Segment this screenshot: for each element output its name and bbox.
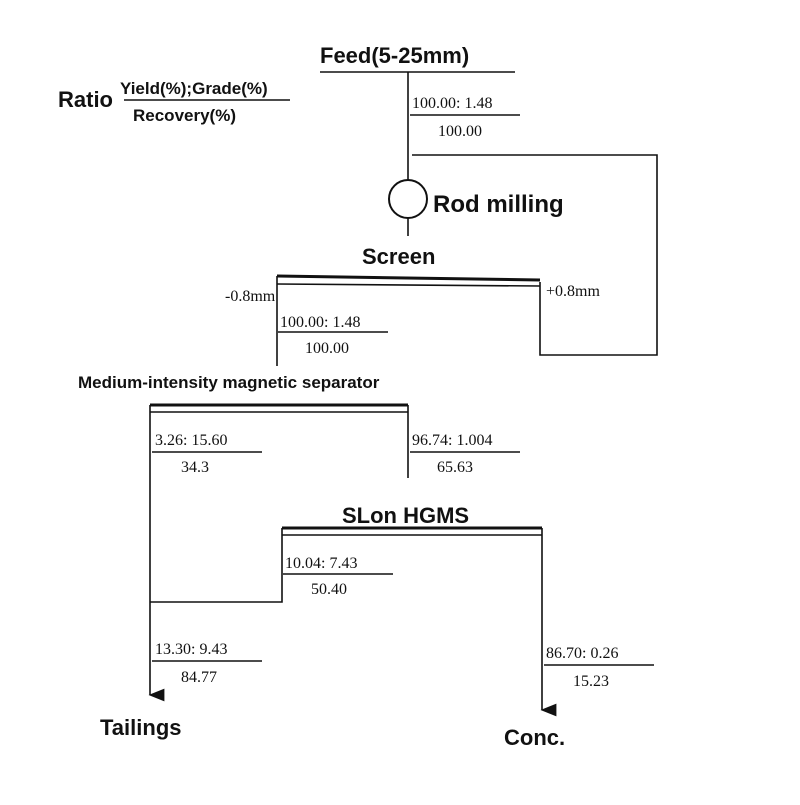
feed-ratio-top: 100.00: 1.48 [412, 95, 492, 112]
screen-deck-lower [276, 283, 541, 287]
conc-ratio-bottom: 15.23 [573, 673, 609, 690]
legend-denominator: Recovery(%) [133, 106, 236, 125]
slon-magnetic-ratio-top: 10.04: 7.43 [285, 555, 357, 572]
screen-ratio-bottom: 100.00 [305, 340, 349, 357]
tailings-ratio-top: 13.30: 9.43 [155, 641, 227, 658]
slon-magnetic-stream [150, 528, 283, 603]
conc-ratio-top: 86.70: 0.26 [546, 645, 618, 662]
slon-hgms-label: SLon HGMS [342, 503, 469, 528]
feed-ratio-bottom: 100.00 [438, 123, 482, 140]
legend-numerator: Yield(%);Grade(%) [120, 79, 268, 98]
screen-label: Screen [362, 244, 435, 269]
tailings-label: Tailings [100, 715, 182, 740]
oversize-recycle-stream [412, 154, 658, 356]
feed-label: Feed(5-25mm) [320, 43, 469, 68]
rod-milling-label: Rod milling [433, 191, 564, 218]
mims-nonmagnetic-ratio-top: 96.74: 1.004 [412, 432, 492, 449]
screen-oversize-label: +0.8mm [546, 283, 600, 300]
mims-magnetic-ratio-bottom: 34.3 [181, 459, 209, 476]
screen-ratio-top: 100.00: 1.48 [280, 314, 360, 331]
legend: Ratio Yield(%);Grade(%) Recovery(%) [58, 79, 290, 125]
mims-magnetic-ratio-top: 3.26: 15.60 [155, 432, 227, 449]
legend-prefix: Ratio [58, 87, 113, 112]
screen-deck [276, 274, 541, 282]
tailings-ratio-bottom: 84.77 [181, 669, 217, 686]
slon-magnetic-ratio-bottom: 50.40 [311, 581, 347, 598]
mims-nonmagnetic-ratio-bottom: 65.63 [437, 459, 473, 476]
rod-mill-icon [388, 179, 428, 219]
mims-label: Medium-intensity magnetic separator [78, 373, 380, 392]
screen-undersize-label: -0.8mm [225, 288, 276, 305]
conc-label: Conc. [504, 725, 565, 750]
